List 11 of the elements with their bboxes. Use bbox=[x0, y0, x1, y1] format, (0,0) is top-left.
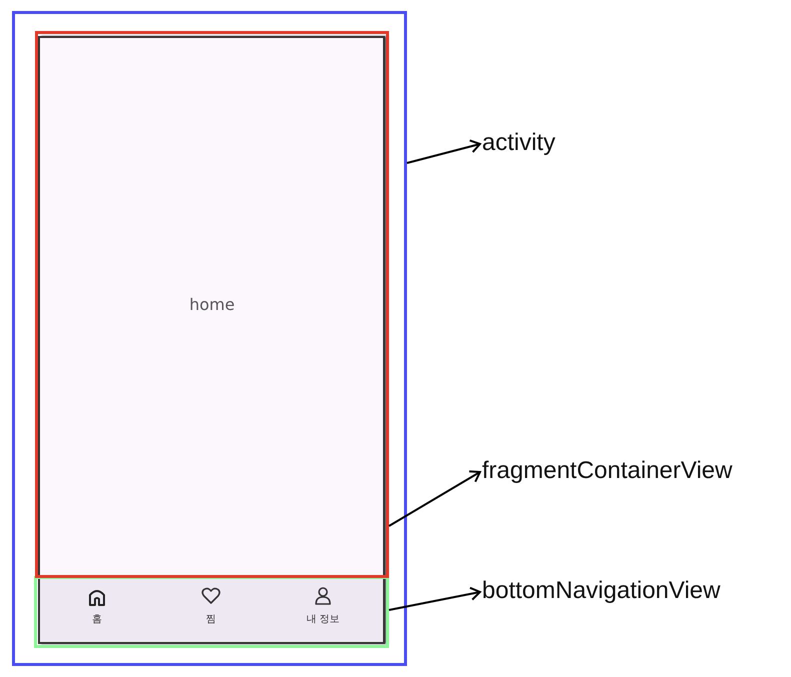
tab-label: 홈 bbox=[92, 615, 102, 625]
activity-box bbox=[12, 11, 407, 666]
screen-text: home bbox=[189, 295, 235, 314]
bottom-navigation-box bbox=[34, 576, 389, 648]
arrow bbox=[406, 139, 481, 164]
component-label: activity bbox=[482, 131, 556, 155]
tab-label: 내 정보 bbox=[306, 615, 340, 625]
tab-label: 찜 bbox=[206, 615, 216, 625]
component-label: bottomNavigationView bbox=[482, 579, 720, 603]
arrow bbox=[388, 470, 481, 527]
component-label: fragmentContainerView bbox=[482, 459, 732, 483]
